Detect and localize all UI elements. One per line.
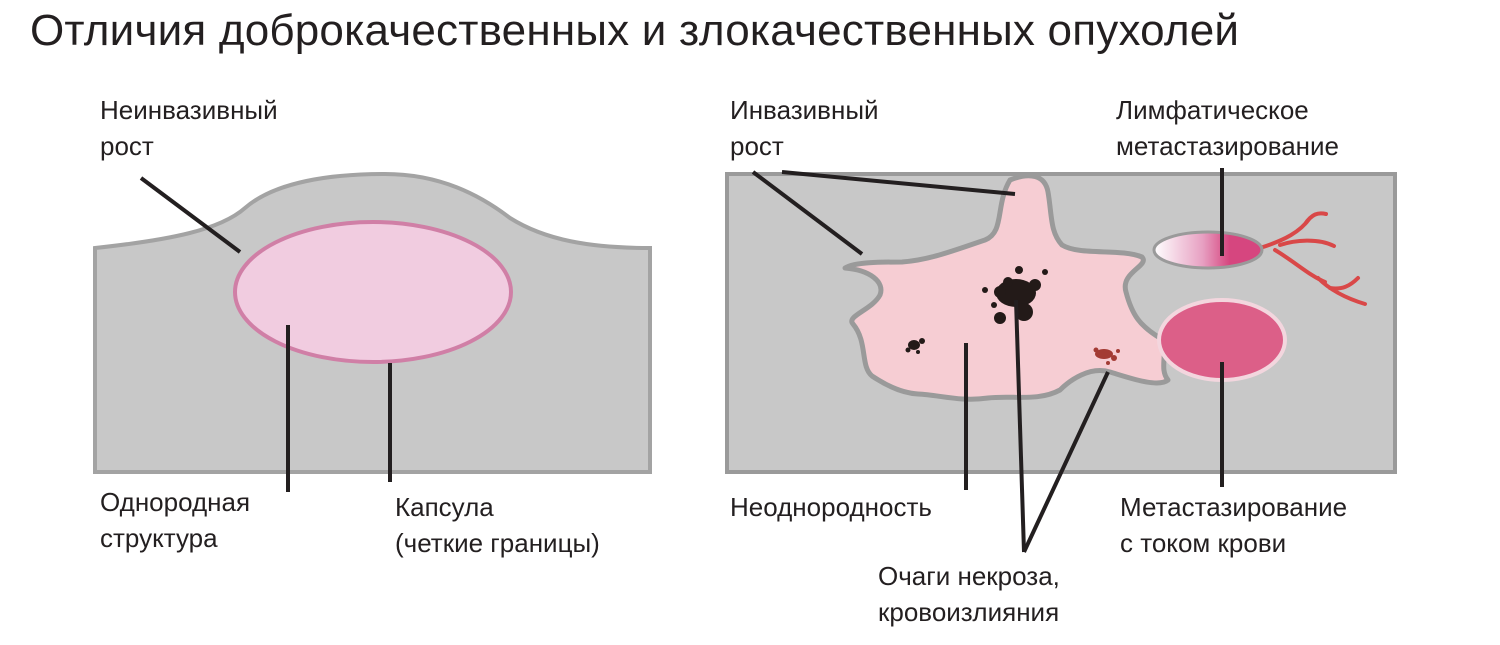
lymph-node <box>1152 230 1264 270</box>
leader-hemorrhage <box>1022 371 1110 553</box>
label-heterogeneity: Неоднородность <box>730 492 932 522</box>
page-title: Отличия доброкачественных и злокачествен… <box>30 6 1240 55</box>
leader-invasive-1 <box>751 170 864 256</box>
leader-necrosis <box>1014 299 1026 553</box>
label-lymphatic-metastasis: Лимфатическое метастазирование <box>1116 95 1340 161</box>
label-homogeneous-structure: Однородная структура <box>100 487 251 553</box>
hemorrhage-foci <box>1093 347 1120 365</box>
lymphatic-vessel <box>1258 211 1367 306</box>
label-necrosis-hemorrhage: Очаги некроза, кровоизлияния <box>878 561 1060 627</box>
label-noninvasive-growth: Неинвазивный рост <box>100 95 278 161</box>
label-capsule: Капсула (четкие границы) <box>395 492 600 558</box>
leader-noninvasive <box>139 176 242 254</box>
leader-invasive-2 <box>781 170 1016 196</box>
benign-tumor-capsule <box>233 220 513 364</box>
label-invasive-growth: Инвазивный рост <box>730 95 879 161</box>
necrosis-foci <box>905 266 1048 354</box>
label-blood-metastasis: Метастазирование с током крови <box>1120 492 1348 558</box>
